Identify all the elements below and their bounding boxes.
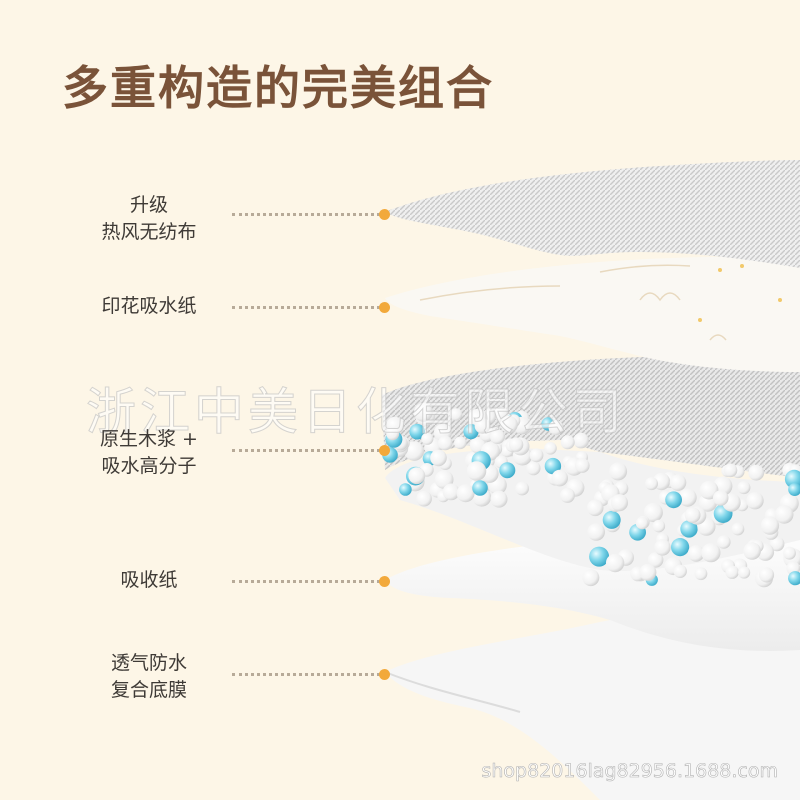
absorbent-bead (724, 464, 738, 478)
absorbent-bead (645, 477, 658, 490)
absorbent-bead (491, 491, 508, 508)
layer-label-bottom-film: 透气防水 复合底膜 (64, 650, 234, 704)
absorbent-bead (551, 470, 568, 487)
layer-label-absorbent-paper: 吸收纸 (64, 567, 234, 594)
leader-line (232, 449, 380, 452)
absorbent-bead (746, 492, 763, 509)
layer-label-line: 透气防水 (64, 650, 234, 677)
absorbent-bead (738, 566, 750, 578)
absorbent-bead (399, 483, 412, 496)
leader-line (232, 580, 380, 583)
leader-dot (379, 445, 390, 456)
absorbent-bead (606, 554, 624, 572)
absorbent-bead (515, 482, 529, 496)
layer-label-pulp-sap: 原生木浆 + 吸水高分子 (64, 426, 234, 480)
absorbent-bead (713, 490, 729, 506)
absorbent-bead (743, 542, 761, 560)
absorbent-bead (636, 517, 649, 530)
absorbent-bead (603, 511, 621, 529)
absorbent-bead (587, 523, 605, 541)
absorbent-bead (467, 461, 487, 481)
layer-label-line: 升级 (64, 192, 234, 219)
absorbent-bead (701, 543, 720, 562)
absorbent-bead (457, 484, 475, 502)
page-title: 多重构造的完美组合 (62, 52, 494, 118)
absorbent-bead (695, 567, 708, 580)
absorbent-bead (670, 474, 687, 491)
absorbent-bead (408, 467, 425, 484)
absorbent-bead (530, 448, 544, 462)
leader-dot (379, 209, 390, 220)
absorbent-bead (725, 566, 738, 579)
absorbent-bead (654, 539, 670, 555)
absorbent-bead (732, 523, 745, 536)
layer-label-line: 原生木浆 + (64, 426, 234, 453)
layer-top-nonwoven (385, 160, 800, 268)
absorbent-bead (775, 505, 794, 524)
absorbent-bead (499, 462, 515, 478)
leader-line (232, 306, 380, 309)
layer-printed-tissue (385, 257, 800, 372)
leader-dot (379, 669, 390, 680)
layer-label-line: 热风无纺布 (64, 219, 234, 246)
absorbent-bead (587, 500, 604, 517)
layer-label-line: 印花吸水纸 (64, 293, 234, 320)
layer-label-line: 复合底膜 (64, 677, 234, 704)
absorbent-bead (639, 564, 656, 581)
absorbent-bead (783, 547, 796, 560)
layer-label-line: 吸收纸 (64, 567, 234, 594)
layer-label-nonwoven: 升级 热风无纺布 (64, 192, 234, 246)
layer-label-printed-paper: 印花吸水纸 (64, 293, 234, 320)
absorbent-bead (560, 488, 575, 503)
absorbent-bead (717, 535, 731, 549)
leader-dot (379, 576, 390, 587)
layer-label-line: 吸水高分子 (64, 453, 234, 480)
absorbent-bead (653, 520, 666, 533)
leader-line (232, 673, 380, 676)
absorbent-bead (611, 494, 628, 511)
absorbent-bead (671, 538, 689, 556)
absorbent-bead (416, 491, 432, 507)
shop-url-watermark: shop82016lag82956.1688.com (481, 760, 778, 782)
absorbent-bead (430, 450, 447, 467)
absorbent-bead (472, 480, 488, 496)
leader-dot (379, 302, 390, 313)
absorbent-bead (665, 491, 682, 508)
absorbent-bead (759, 567, 774, 582)
absorbent-bead (737, 481, 750, 494)
absorbent-bead (674, 565, 687, 578)
absorbent-bead (748, 465, 764, 481)
absorbent-bead (582, 569, 599, 586)
absorbent-bead (575, 458, 590, 473)
absorbent-bead (685, 507, 701, 523)
absorbent-bead (609, 462, 627, 480)
leader-line (232, 213, 380, 216)
